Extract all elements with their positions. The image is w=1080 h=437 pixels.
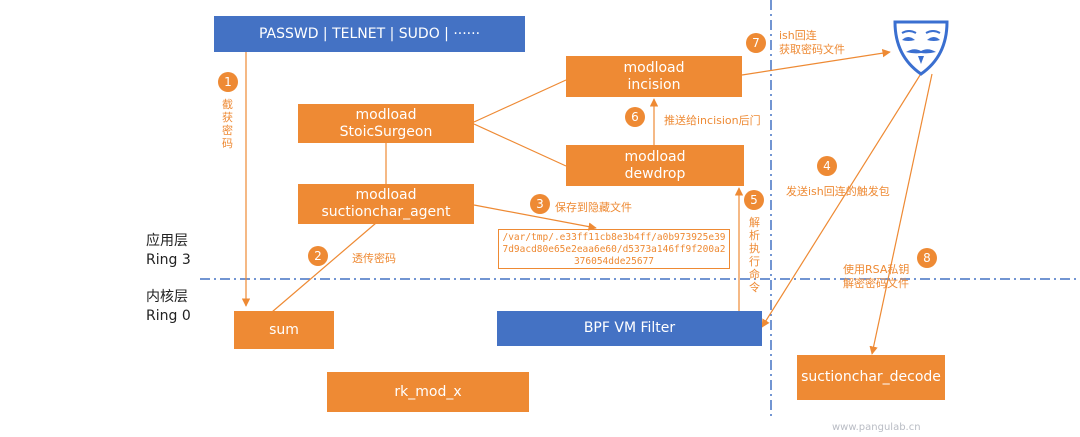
suctionchar-agent-box: modload suctionchar_agent xyxy=(298,184,474,224)
incision-box: modload incision xyxy=(566,56,742,97)
kernel-ring-line2: Ring 0 xyxy=(146,308,191,324)
step-5-badge: 5 xyxy=(744,190,764,210)
kernel-ring-label: 内核层 Ring 0 xyxy=(146,288,191,326)
step-7-label-line1: ish回连 xyxy=(779,29,817,42)
rk-mod-label: rk_mod_x xyxy=(394,383,462,400)
step-6-label: 推送给incision后门 xyxy=(664,114,761,127)
step-8-badge: 8 xyxy=(917,248,937,268)
bpf-filter-box: BPF VM Filter xyxy=(497,311,762,346)
rk-mod-box: rk_mod_x xyxy=(327,372,529,412)
user-ring-line1: 应用层 xyxy=(146,233,188,249)
line-stoic-incision xyxy=(473,79,567,123)
bpf-label: BPF VM Filter xyxy=(583,320,676,337)
step-7-badge: 7 xyxy=(746,33,766,53)
sum-label: sum xyxy=(269,321,299,338)
step-2-label: 透传密码 xyxy=(352,252,396,265)
step-1-label: 截获密码 xyxy=(222,98,233,150)
user-ring-line2: Ring 3 xyxy=(146,252,191,268)
arrow-trigger-packet xyxy=(761,71,923,328)
hidden-file-path: /var/tmp/.e33ff11cb8e3b4ff/a0b973925e397… xyxy=(498,229,730,269)
incision-line1: modload xyxy=(623,59,685,76)
incision-line2: incision xyxy=(627,76,681,93)
step-7-label: ish回连 获取密码文件 xyxy=(779,29,845,57)
step-4-badge: 4 xyxy=(817,156,837,176)
dewdrop-box: modload dewdrop xyxy=(566,145,744,186)
step-2-badge: 2 xyxy=(308,246,328,266)
dewdrop-line2: dewdrop xyxy=(624,165,686,182)
step-4-label: 发送ish回连的触发包 xyxy=(786,185,890,198)
step-8-label-line1: 使用RSA私钥 xyxy=(843,263,910,276)
stoicsurgeon-box: modload StoicSurgeon xyxy=(298,104,474,143)
step-3-badge: 3 xyxy=(530,194,550,214)
arrow-ish-callback xyxy=(741,49,891,76)
protocol-bar-text: PASSWD | TELNET | SUDO | ······ xyxy=(258,25,481,42)
step-7-label-line2: 获取密码文件 xyxy=(779,43,845,56)
arrow-save-file xyxy=(473,204,597,231)
protocol-bar: PASSWD | TELNET | SUDO | ······ xyxy=(214,16,525,52)
step-8-label-line2: 解密密码文件 xyxy=(843,277,909,290)
step-5-label: 解析执行命令 xyxy=(749,216,760,294)
line-stoic-dewdrop xyxy=(473,123,567,167)
anonymous-mask-icon xyxy=(893,20,949,76)
user-ring-label: 应用层 Ring 3 xyxy=(146,232,191,270)
suctionchar-decode-box: suctionchar_decode xyxy=(797,355,945,400)
dewdrop-line1: modload xyxy=(624,148,686,165)
line-passthrough xyxy=(271,222,377,313)
step-8-label: 使用RSA私钥 解密密码文件 xyxy=(843,263,909,291)
agent-line1: modload xyxy=(355,187,417,204)
stoic-line2: StoicSurgeon xyxy=(339,123,433,140)
sum-box: sum xyxy=(234,311,334,349)
step-1-badge: 1 xyxy=(218,72,238,92)
step-6-badge: 6 xyxy=(625,107,645,127)
watermark: www.pangulab.cn xyxy=(832,422,921,433)
agent-line2: suctionchar_agent xyxy=(321,204,451,220)
step-3-label: 保存到隐藏文件 xyxy=(555,201,632,214)
stoic-line1: modload xyxy=(355,106,417,123)
kernel-ring-line1: 内核层 xyxy=(146,289,188,305)
arrow-decrypt xyxy=(869,73,933,355)
decode-label: suctionchar_decode xyxy=(801,369,941,386)
